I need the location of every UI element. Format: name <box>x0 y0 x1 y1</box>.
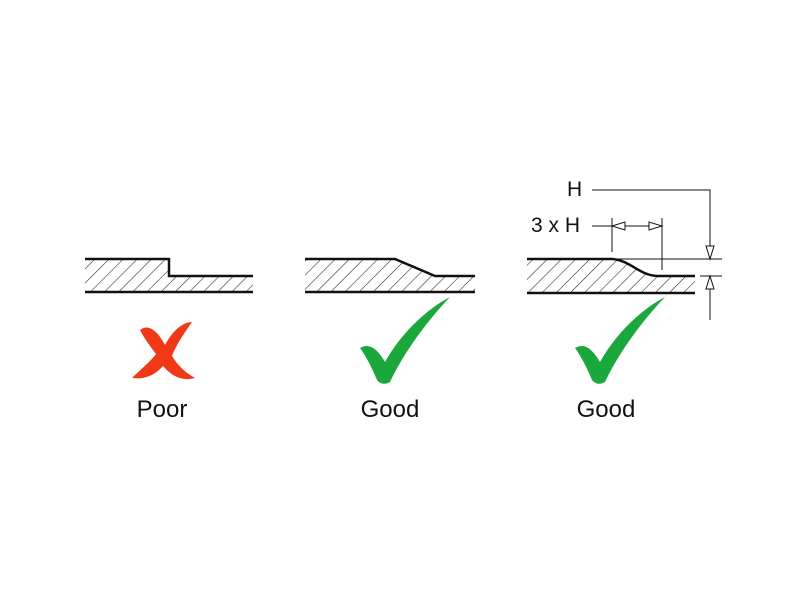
tapered-profile-good <box>305 257 475 294</box>
panel-label-good: Good <box>360 396 420 423</box>
check-icon <box>360 297 450 384</box>
panel-label-good: Good <box>576 396 636 423</box>
cross-icon <box>132 322 195 380</box>
dimension-lines <box>592 189 722 320</box>
length-dimension-label: 3 x H <box>531 214 581 237</box>
panel-label-poor: Poor <box>136 396 188 423</box>
curved-profile-good <box>527 257 695 295</box>
height-dimension-label: H <box>567 178 583 201</box>
step-profile-poor <box>85 257 253 294</box>
dimension-arrows <box>610 221 715 290</box>
check-icon <box>575 297 665 384</box>
